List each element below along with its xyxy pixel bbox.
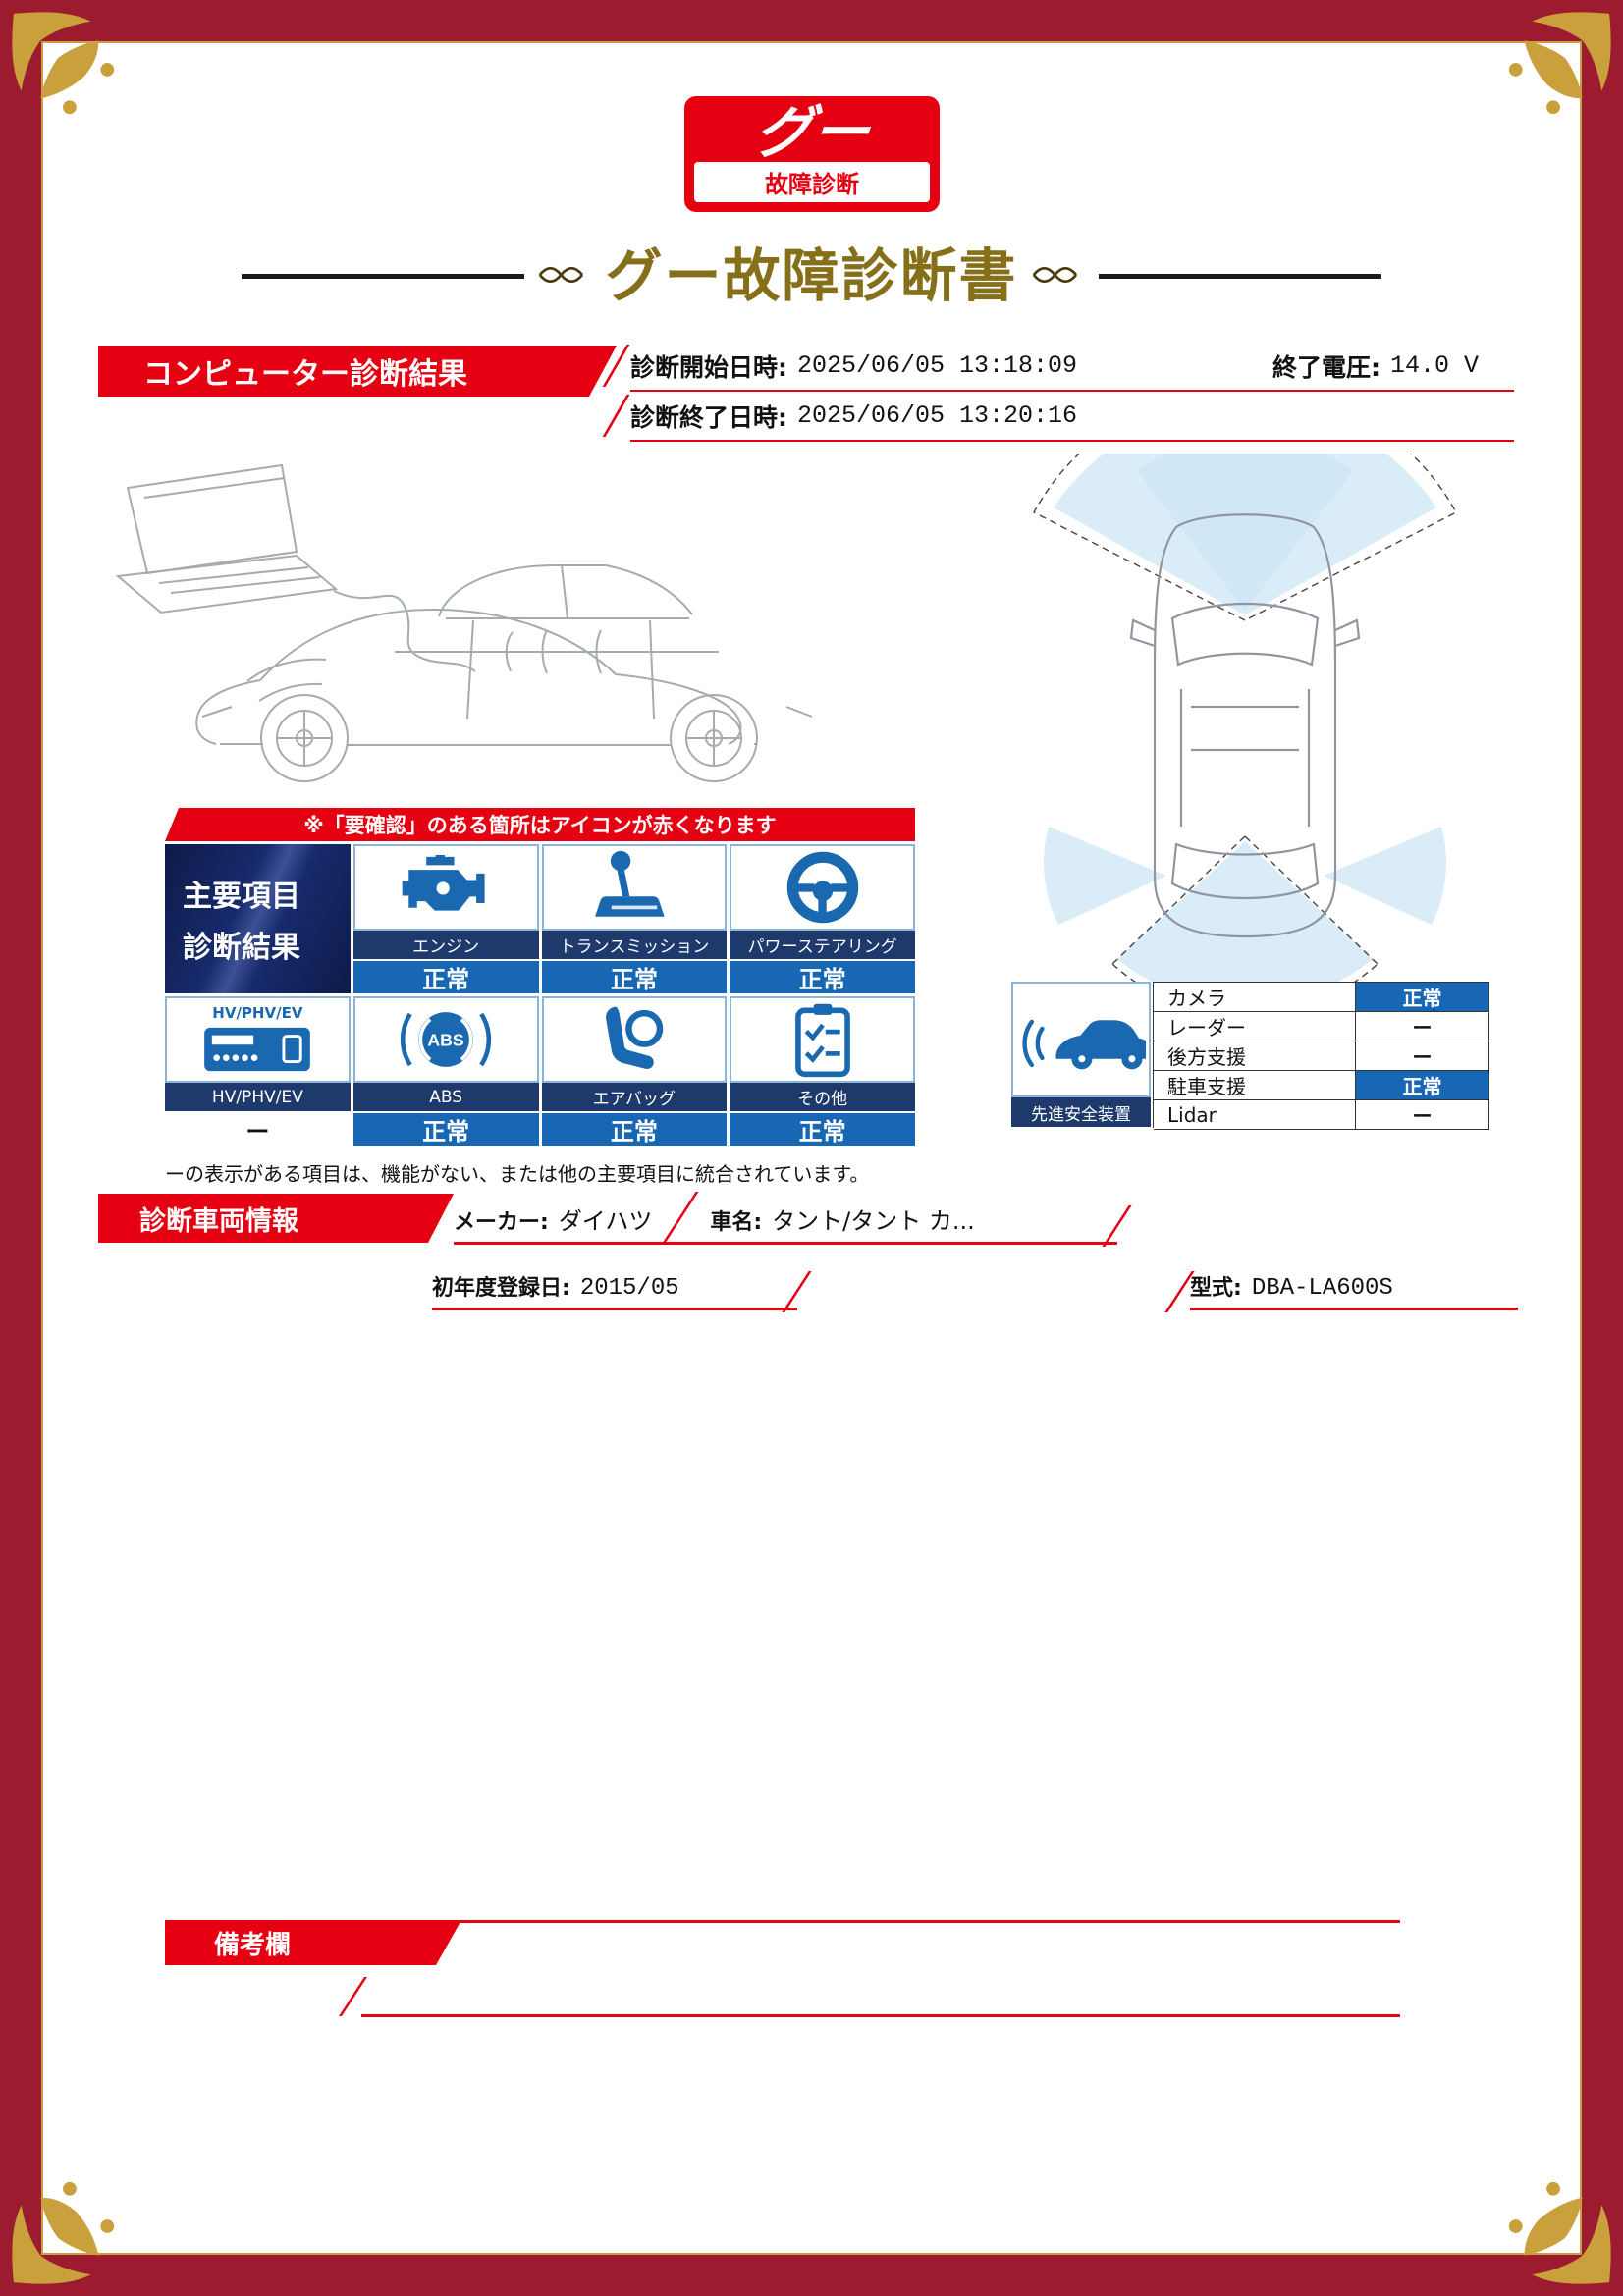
title-line-right — [1098, 274, 1381, 280]
diagnosis-grid: 主要項目 診断結果 エンジン 正常 — [165, 844, 915, 1146]
attention-note-banner: ※「要確認」のある箇所はアイコンが赤くなります — [165, 808, 915, 841]
grid-header-line1: 主要項目 — [183, 880, 300, 914]
safety-row-camera: カメラ 正常 — [1154, 983, 1489, 1012]
grid-item-status: 正常 — [541, 961, 728, 993]
grid-item-status: 正常 — [730, 1113, 915, 1146]
vehicle-name-label: 車名: — [710, 1210, 763, 1235]
diagnosis-start-row: 診断開始日時: 2025/06/05 13:18:09 終了電圧: 14.0 V — [630, 342, 1514, 392]
grid-item-status: 正常 — [730, 961, 915, 993]
diagnosis-start-label: 診断開始日時: — [630, 352, 787, 382]
grid-item-engine: エンジン 正常 — [352, 844, 539, 993]
diagnosis-info: 診断開始日時: 2025/06/05 13:18:09 終了電圧: 14.0 V… — [630, 342, 1514, 442]
corner-ornament-icon — [8, 2172, 124, 2288]
hv-phv-ev-icon-text: HV/PHV/EV — [212, 1004, 303, 1022]
safety-row-status: 正常 — [1356, 1071, 1489, 1100]
grid-header: 主要項目 診断結果 — [165, 844, 351, 993]
safety-row-status: ー — [1356, 1041, 1489, 1071]
corner-ornament-icon — [1499, 2172, 1615, 2288]
safety-row-label: レーダー — [1154, 1012, 1356, 1041]
grid-item-label: エアバッグ — [541, 1083, 728, 1111]
first-registration-value: 2015/05 — [579, 1275, 679, 1302]
grid-item-label: HV/PHV/EV — [165, 1083, 351, 1111]
diagnosis-end-row: 診断終了日時: 2025/06/05 13:20:16 — [630, 392, 1514, 442]
field-divider — [663, 1192, 699, 1242]
grid-item-airbag: エアバッグ 正常 — [541, 996, 728, 1146]
first-registration-label: 初年度登録日: — [432, 1276, 570, 1301]
grid-item-status: 正常 — [541, 1113, 728, 1146]
goo-logo-brand: グー — [751, 98, 873, 166]
svg-text:ABS: ABS — [428, 1031, 464, 1050]
diagnosis-end-value: 2025/06/05 13:20:16 — [797, 401, 1078, 430]
grid-header-line2: 診断結果 — [183, 931, 300, 965]
vehicle-name-value: タント/タント カ... — [772, 1207, 975, 1235]
model-code-row: 型式: DBA-LA600S — [1190, 1259, 1518, 1310]
safety-car-icon — [1011, 982, 1151, 1097]
diagnosis-start-value: 2025/06/05 13:18:09 — [797, 351, 1078, 380]
grid-item-label: その他 — [730, 1083, 915, 1111]
safety-row-rear-support: 後方支援 ー — [1154, 1041, 1489, 1071]
safety-icon-cell: 先進安全装置 — [1011, 982, 1151, 1128]
safety-equipment-panel: 先進安全装置 カメラ 正常 レーダー ー 後方支援 ー 駐車支援 正常 Lida… — [1011, 982, 1489, 1130]
hv-phv-ev-icon: HV/PHV/EV — [165, 996, 351, 1083]
remarks-top-line — [460, 1920, 1400, 1923]
model-code-label: 型式: — [1190, 1276, 1242, 1301]
grid-item-status: 正常 — [352, 1113, 539, 1146]
safety-row-label: Lidar — [1154, 1100, 1356, 1130]
remarks-write-line — [361, 2014, 1400, 2017]
title-row: グー故障診断書 — [0, 242, 1623, 309]
safety-row-status: 正常 — [1356, 983, 1489, 1012]
title-ornament-icon — [538, 264, 591, 290]
safety-row-label: 駐車支援 — [1154, 1071, 1356, 1100]
first-registration-row: 初年度登録日: 2015/05 — [432, 1259, 797, 1310]
safety-row-radar: レーダー ー — [1154, 1012, 1489, 1041]
end-voltage-label: 終了電圧: — [1271, 352, 1380, 382]
safety-row-status: ー — [1356, 1012, 1489, 1041]
grid-item-hv-phv-ev: HV/PHV/EV HV/PHV/EV ー — [165, 996, 351, 1146]
model-code-value: DBA-LA600S — [1251, 1275, 1393, 1302]
safety-table: カメラ 正常 レーダー ー 後方支援 ー 駐車支援 正常 Lidar ー — [1153, 982, 1489, 1130]
corner-ornament-icon — [1499, 8, 1615, 124]
title-ornament-icon — [1032, 264, 1085, 290]
remarks-banner: 備考欄 — [165, 1920, 461, 1965]
grid-item-status: ー — [165, 1113, 351, 1146]
grid-item-transmission: トランスミッション 正常 — [541, 844, 728, 993]
grid-item-label: ABS — [352, 1083, 539, 1111]
maker-value: ダイハツ — [558, 1207, 653, 1235]
goo-logo-label: 故障診断 — [694, 162, 930, 202]
safety-row-parking-support: 駐車支援 正常 — [1154, 1071, 1489, 1100]
end-voltage-value: 14.0 V — [1389, 351, 1479, 380]
title-line-left — [242, 274, 525, 280]
transmission-icon — [541, 844, 728, 931]
safety-row-label: カメラ — [1154, 983, 1356, 1012]
steering-wheel-icon — [730, 844, 915, 931]
page-title: グー故障診断書 — [605, 242, 1018, 309]
grid-item-abs: ABS ABS 正常 — [352, 996, 539, 1146]
grid-item-other: その他 正常 — [730, 996, 915, 1146]
abs-icon: ABS — [352, 996, 539, 1083]
vehicle-maker-name-row: メーカー: ダイハツ 車名: タント/タント カ... — [454, 1192, 1117, 1245]
engine-icon — [352, 844, 539, 931]
grid-item-steering: パワーステアリング 正常 — [730, 844, 915, 993]
car-laptop-illustration — [115, 463, 813, 782]
airbag-icon — [541, 996, 728, 1083]
checklist-icon — [730, 996, 915, 1083]
computer-diagnosis-banner: コンピューター診断結果 — [98, 346, 617, 397]
diagnosis-end-label: 診断終了日時: — [630, 402, 787, 432]
grid-item-label: トランスミッション — [541, 931, 728, 959]
safety-row-label: 後方支援 — [1154, 1041, 1356, 1071]
corner-ornament-icon — [8, 8, 124, 124]
safety-label: 先進安全装置 — [1011, 1097, 1151, 1127]
safety-row-status: ー — [1356, 1100, 1489, 1130]
grid-item-label: パワーステアリング — [730, 931, 915, 959]
safety-row-lidar: Lidar ー — [1154, 1100, 1489, 1130]
grid-item-label: エンジン — [352, 931, 539, 959]
maker-label: メーカー: — [454, 1210, 549, 1235]
goo-logo: グー 故障診断 — [684, 96, 940, 212]
dash-footnote: ーの表示がある項目は、機能がない、または他の主要項目に統合されています。 — [165, 1162, 870, 1186]
car-topview-illustration — [1033, 454, 1457, 982]
vehicle-info-banner: 診断車両情報 — [98, 1194, 454, 1243]
grid-item-status: 正常 — [352, 961, 539, 993]
